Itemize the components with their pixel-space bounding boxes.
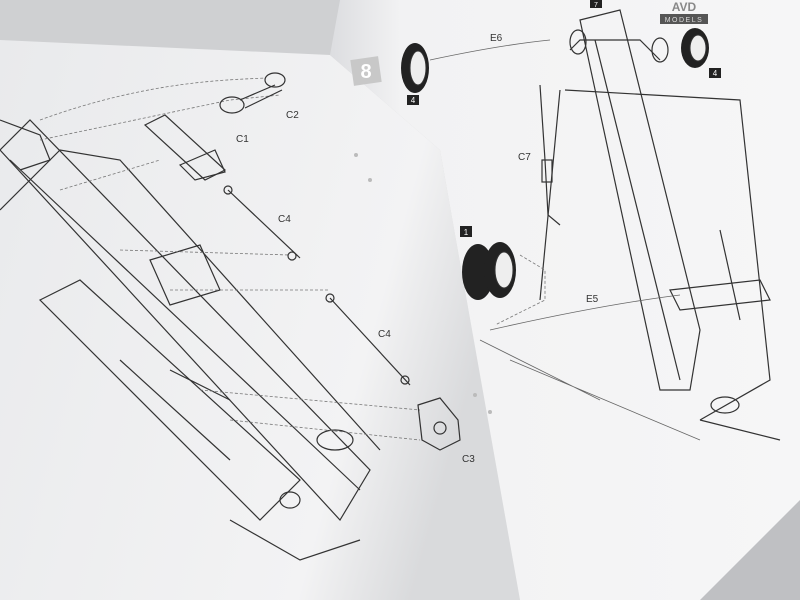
dual-wheel: 1 [460,226,516,300]
label-c3: C3 [462,454,475,465]
step-number: 8 [360,61,371,83]
quantity-badge-right: 4 [713,69,718,78]
axle-e5 [489,294,681,331]
part-c1 [143,114,227,181]
axle-e6 [429,39,551,61]
label-c2: C2 [286,110,299,121]
brand-logo: AVD MODELS [660,0,708,24]
top-step-marker: 7 [590,0,602,9]
muffler [541,159,553,183]
logo-subtext: MODELS [665,17,704,24]
dashed-guide-right [494,254,546,326]
table-corner [700,500,800,600]
right-page [330,0,800,600]
part-c4-shaft [223,185,411,386]
part-c2 [219,72,286,114]
dashed-guides-left [39,77,421,441]
label-e6: E6 [490,33,503,44]
part-c3 [417,397,461,451]
chassis-frame-right [479,9,781,441]
label-e5: E5 [586,294,599,305]
quantity-badge-left: 4 [411,96,416,105]
spine-staples [354,153,492,414]
exhaust-pipe-c7 [539,84,561,226]
label-c4-top: C4 [278,214,291,225]
chassis-frame-left [0,119,381,561]
step-number-box: 8 [350,56,382,86]
logo-text: AVD [672,0,697,14]
quantity-badge-dual: 1 [464,228,469,237]
label-c7: C7 [518,152,531,163]
left-page [0,40,520,600]
label-c4-bottom: C4 [378,329,391,340]
top-step-number: 7 [594,2,598,9]
label-c1: C1 [236,134,249,145]
wheel-right: 4 [681,28,721,78]
wheel-left: 4 [401,43,429,105]
